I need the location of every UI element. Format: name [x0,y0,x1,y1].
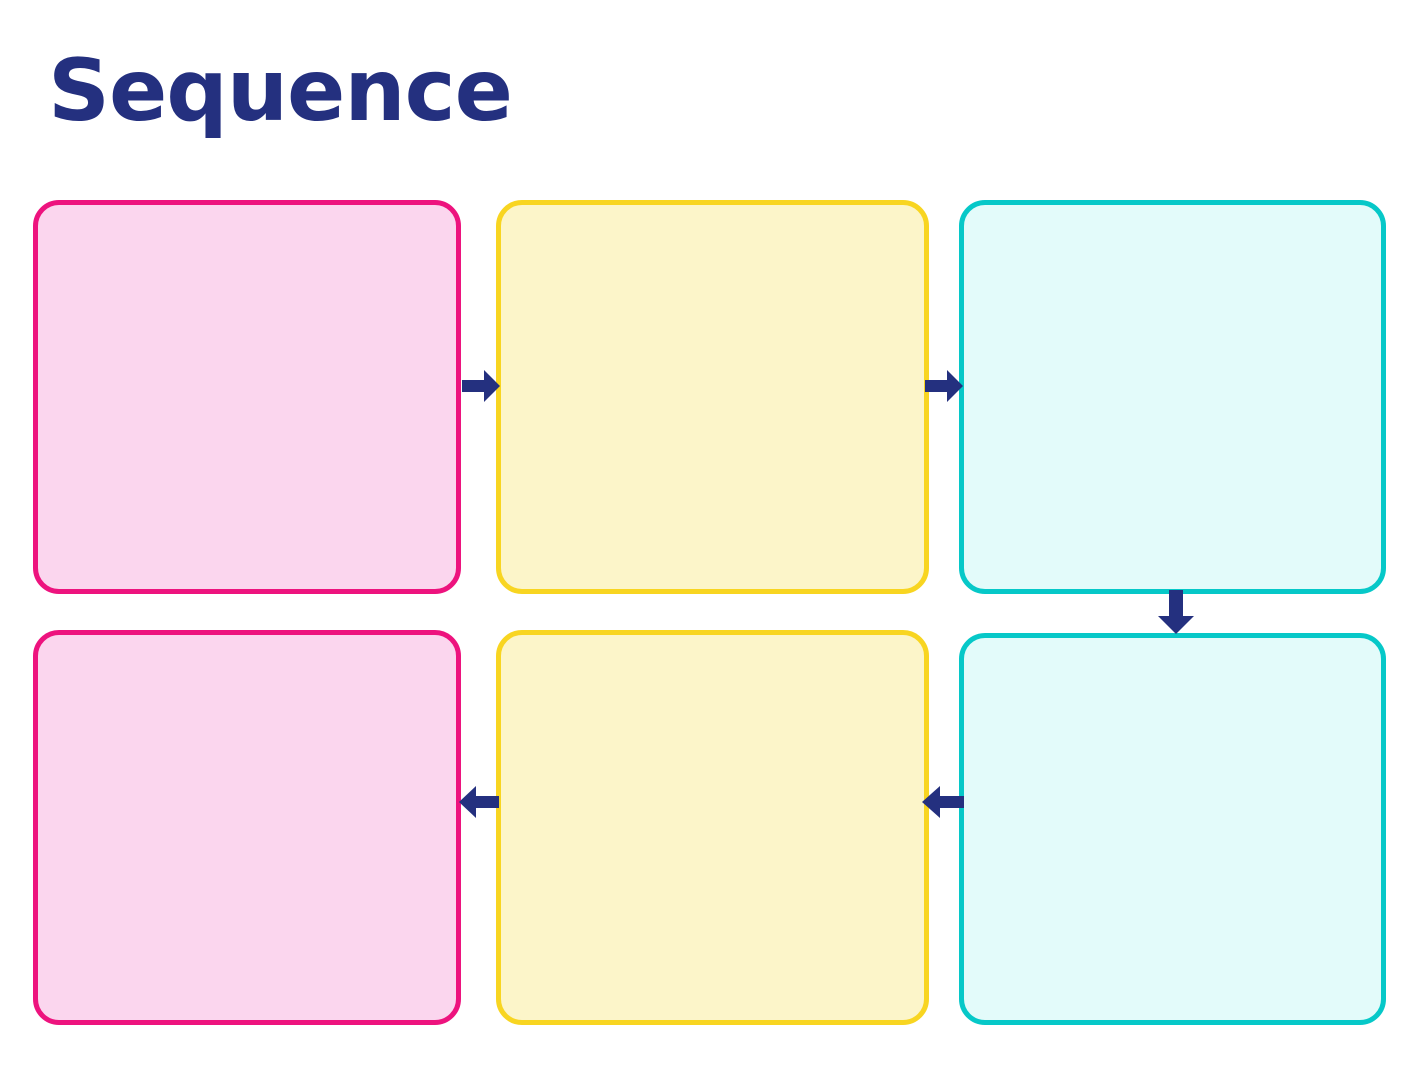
arrow-down-icon [1158,590,1194,634]
sequence-box-6[interactable] [959,633,1386,1025]
page-title: Sequence [48,41,513,141]
sequence-box-3[interactable] [959,200,1386,594]
arrow-right-icon [462,370,500,402]
arrow-left-icon [922,786,964,818]
arrow-right-icon [925,370,963,402]
sequence-box-4[interactable] [33,630,461,1025]
sequence-box-1[interactable] [33,200,461,594]
sequence-box-5[interactable] [496,630,929,1025]
arrow-left-icon [459,786,499,818]
sequence-box-2[interactable] [496,200,929,594]
